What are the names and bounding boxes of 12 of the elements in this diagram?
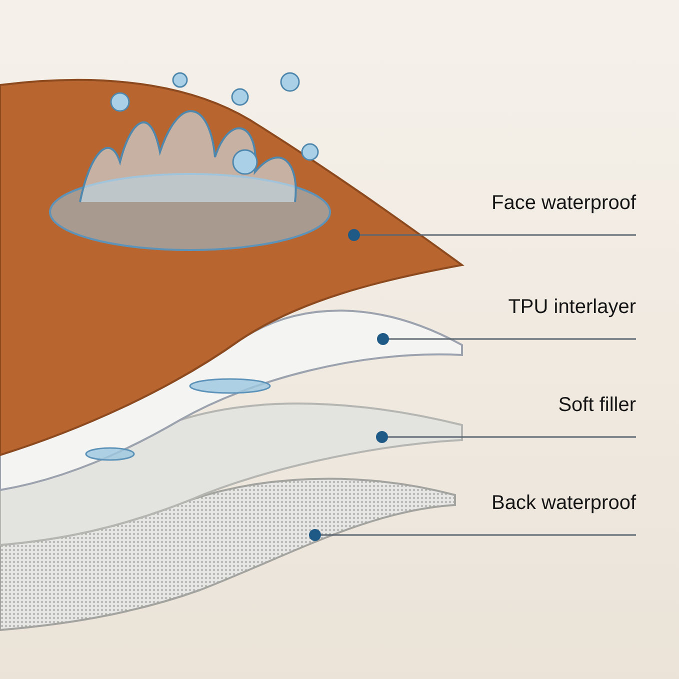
leader-line [348,229,636,241]
layer-label: Face waterproof [491,191,636,216]
fabric-layer [0,78,463,456]
layer-label: Soft filler [558,393,636,418]
filler-layer [0,402,463,546]
layer-label: Back waterproof [491,491,636,516]
leader-line [309,529,636,541]
layer-label: TPU interlayer [508,295,636,320]
leader-line [377,333,636,345]
film-layer [0,310,463,491]
leader-line [376,431,636,443]
mesh-layer [0,478,456,631]
